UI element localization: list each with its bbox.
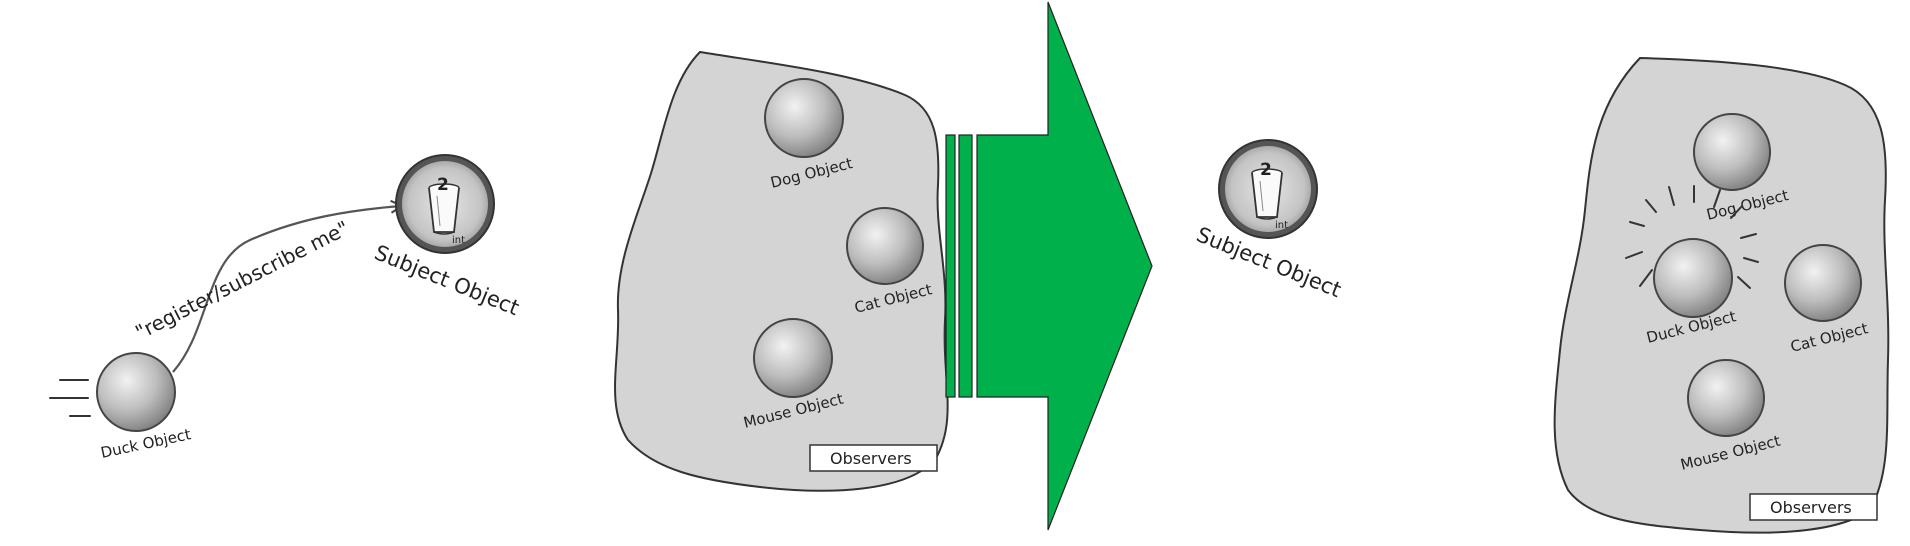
subject-type-left: int xyxy=(452,235,465,246)
observers-box-after xyxy=(1749,493,1878,521)
subject-value-right: 2 xyxy=(1260,160,1272,180)
subject-type-right: int xyxy=(1275,220,1288,231)
duck-object-ball xyxy=(96,352,176,432)
subscribe-message-label: "register/subscribe me" xyxy=(131,216,353,345)
observers-label-after: Observers xyxy=(1770,498,1852,517)
subject-object-left: 2 int xyxy=(395,154,495,254)
cup-icon xyxy=(428,183,460,235)
right-scene: 2 int Subject Object xyxy=(1193,139,1345,302)
cup-icon-right xyxy=(1251,168,1283,220)
cat-object-after: Cat Object xyxy=(1784,244,1870,356)
observers-group-before: Dog Object Cat Object Mouse Object Obser… xyxy=(614,50,949,492)
dog-object-before: Dog Object xyxy=(764,78,854,192)
motion-lines-icon xyxy=(49,379,91,417)
subject-value-left: 2 xyxy=(437,175,449,195)
observers-group-after: Dog Object Duck Object Cat Object xyxy=(1553,56,1890,534)
subject-object-right: 2 int xyxy=(1218,139,1318,239)
observers-box-before xyxy=(809,444,938,472)
observers-blob-before xyxy=(614,50,949,492)
highlight-rays-icon xyxy=(1625,185,1759,289)
arrow-stripe-1 xyxy=(945,134,956,398)
subscribe-arrow xyxy=(172,206,401,373)
transition-arrow xyxy=(945,1,1153,531)
arrow-stripe-2 xyxy=(958,134,973,398)
observers-label-before: Observers xyxy=(830,449,912,468)
arrow-body xyxy=(976,1,1153,531)
left-scene: Duck Object "register/subscribe me" 2 in… xyxy=(49,154,523,462)
